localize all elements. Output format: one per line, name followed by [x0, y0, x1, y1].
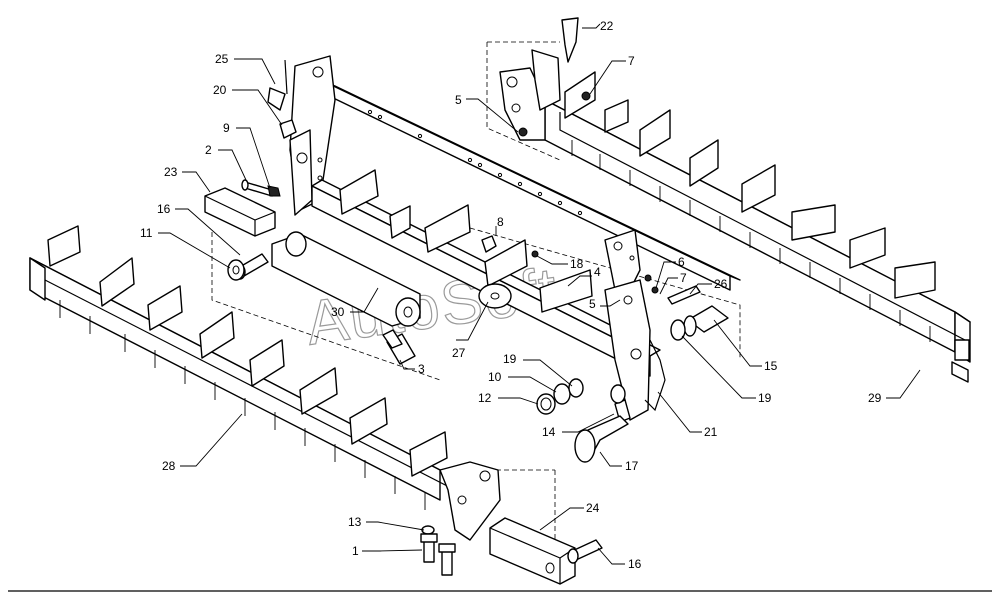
part-26-pin — [667, 285, 701, 305]
callout-17: 17 — [625, 459, 639, 473]
harrow-bar-28 — [29, 225, 501, 541]
callout-7-top: 7 — [628, 54, 635, 68]
part-25-lever — [267, 87, 286, 111]
callout-19-right: 19 — [758, 391, 772, 405]
part-15-pin — [687, 305, 729, 333]
callout-23: 23 — [164, 165, 178, 179]
callout-8: 8 — [497, 215, 504, 229]
callout-1: 1 — [352, 544, 359, 558]
callout-16: 16 — [157, 202, 171, 216]
callout-12: 12 — [478, 391, 492, 405]
part-20-nut — [279, 119, 297, 139]
part-21-link — [644, 339, 666, 412]
harrow-bar-29 — [499, 17, 971, 383]
part-1-bolt-b — [441, 549, 453, 576]
bar-28-tine-brackets — [47, 225, 448, 477]
callout-10: 10 — [488, 370, 502, 384]
callout-26: 26 — [714, 277, 728, 291]
part-2-bolt — [244, 181, 273, 197]
callout-24: 24 — [586, 501, 600, 515]
callout-21: 21 — [704, 425, 718, 439]
callout-9: 9 — [223, 121, 230, 135]
callout-labels: 25 20 9 2 23 16 11 30 3 27 8 18 — [140, 19, 921, 571]
callout-29: 29 — [868, 391, 882, 405]
callout-18: 18 — [570, 257, 584, 271]
callout-7-middle: 7 — [680, 271, 687, 285]
callout-15: 15 — [764, 359, 778, 373]
callout-20: 20 — [213, 83, 227, 97]
callout-5-top: 5 — [455, 93, 462, 107]
callout-4: 4 — [594, 265, 601, 279]
middle-bar-tine-brackets — [339, 169, 593, 313]
callout-30: 30 — [331, 305, 345, 319]
callout-19-left: 19 — [503, 352, 517, 366]
middle-right-bracket — [604, 279, 651, 421]
bar-29-tine-brackets — [564, 71, 936, 299]
callout-28: 28 — [162, 459, 176, 473]
callout-5-middle: 5 — [589, 297, 596, 311]
part-18-nut — [531, 250, 539, 258]
bar-28-tines — [59, 300, 426, 510]
part-24-linkbars — [489, 517, 576, 585]
part-1-bolt-a — [423, 539, 435, 563]
callout-16-lower: 16 — [628, 557, 642, 571]
part-23-spacer — [204, 187, 276, 237]
callout-6: 6 — [678, 255, 685, 269]
part-10-ring — [553, 383, 571, 405]
bar-29-tines — [571, 140, 931, 342]
callout-13: 13 — [348, 515, 362, 529]
callout-27: 27 — [452, 346, 466, 360]
callout-14: 14 — [542, 425, 556, 439]
callout-11: 11 — [140, 226, 153, 240]
main-frame — [289, 55, 741, 421]
part-8-nut — [481, 235, 497, 253]
callout-25: 25 — [215, 52, 229, 66]
part-19-ring-right — [670, 319, 686, 341]
beam-holes — [367, 109, 583, 216]
callout-22: 22 — [600, 19, 614, 33]
part-22-clip — [561, 17, 579, 63]
part-9-nut — [267, 185, 281, 197]
callout-3: 3 — [418, 362, 425, 376]
callout-2: 2 — [205, 143, 212, 157]
